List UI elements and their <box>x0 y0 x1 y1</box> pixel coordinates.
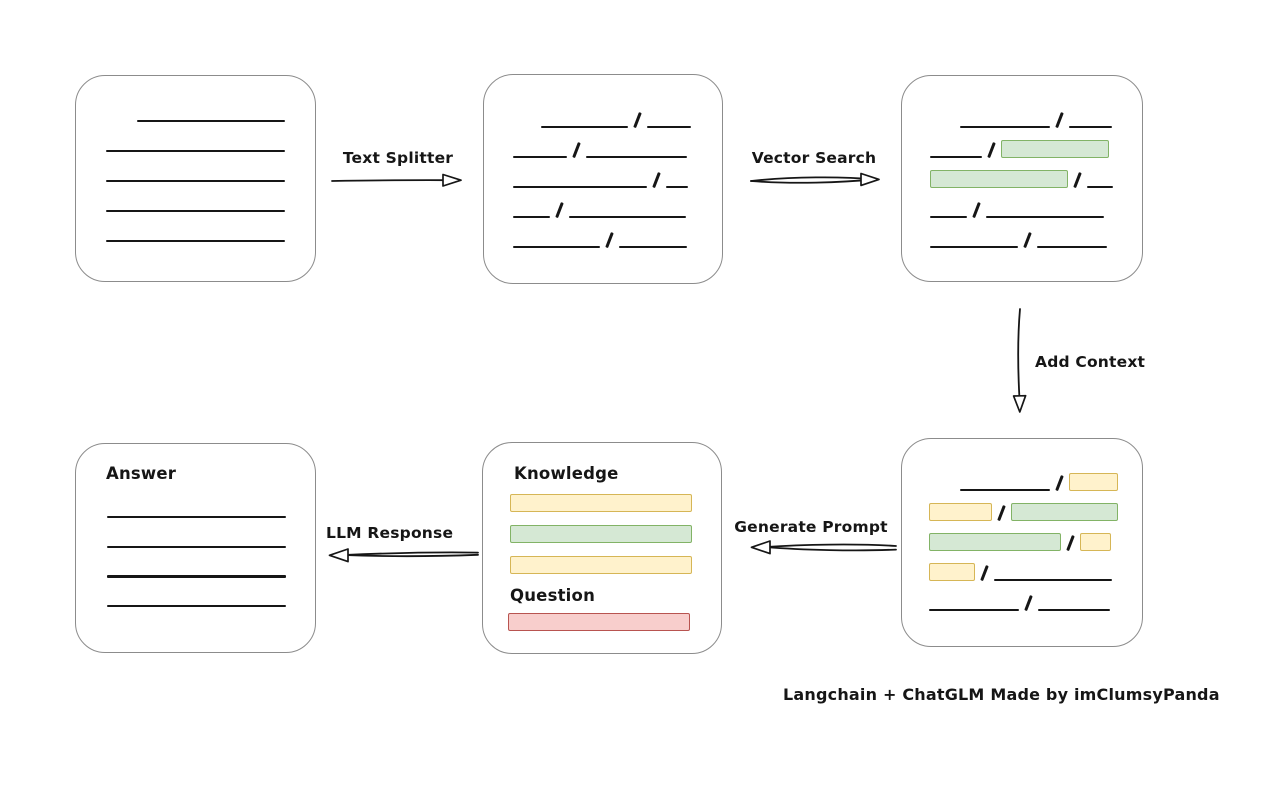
split-text-lines <box>513 98 691 248</box>
context-result-lines <box>929 461 1118 611</box>
prompt-node: Knowledge Question <box>482 442 722 654</box>
text-line <box>107 575 286 578</box>
slash-separator <box>980 565 989 581</box>
text-line <box>106 209 285 212</box>
text-line <box>1086 185 1113 188</box>
answer-text-lines <box>107 516 286 635</box>
text-line <box>930 245 1018 248</box>
vector-search-arrow <box>750 172 880 187</box>
text-line <box>646 125 691 128</box>
split-text-node <box>483 74 723 284</box>
slash-separator <box>1055 112 1064 128</box>
text-line <box>513 155 567 158</box>
text-line <box>106 149 285 152</box>
question-bars <box>508 613 690 644</box>
slash-separator <box>1055 475 1064 491</box>
knowledge-bars <box>510 494 692 587</box>
green-highlight-chip <box>1010 503 1118 521</box>
green-bar <box>510 525 692 543</box>
slash-separator <box>605 232 614 248</box>
text-splitter-arrow <box>331 173 462 187</box>
text-line <box>513 245 600 248</box>
text-line <box>107 516 286 519</box>
yellow-highlight-chip <box>929 563 975 581</box>
text-line <box>568 215 686 218</box>
slash-separator <box>633 112 642 128</box>
source-document-node <box>75 75 316 282</box>
text-line <box>541 125 628 128</box>
document-text-lines <box>106 92 285 242</box>
text-line <box>929 608 1019 611</box>
slash-separator <box>997 505 1006 521</box>
yellow-highlight-chip <box>1079 533 1111 551</box>
llm-response-arrow <box>328 548 479 563</box>
add-context-arrow-label: Add Context <box>1035 353 1146 371</box>
red-bar <box>508 613 690 631</box>
text-line <box>993 578 1112 581</box>
slash-separator <box>1073 172 1082 188</box>
vector-search-arrow-label: Vector Search <box>751 149 877 167</box>
knowledge-label: Knowledge <box>514 464 619 483</box>
green-highlight-chip <box>1000 140 1109 158</box>
text-line <box>1037 608 1110 611</box>
text-line <box>960 125 1050 128</box>
text-line <box>107 545 286 548</box>
generate-prompt-arrow <box>750 540 897 555</box>
yellow-highlight-chip <box>929 503 992 521</box>
text-line <box>106 239 285 242</box>
text-line <box>106 179 285 182</box>
add-context-arrow <box>1012 308 1027 413</box>
slash-separator <box>572 142 581 158</box>
text-line <box>1036 245 1107 248</box>
text-line <box>930 155 982 158</box>
green-highlight-chip <box>929 533 1061 551</box>
green-highlight-chip <box>930 170 1068 188</box>
text-line <box>513 185 647 188</box>
credit-text: Langchain + ChatGLM Made by imClumsyPand… <box>783 685 1220 704</box>
search-result-lines <box>930 98 1113 248</box>
text-line <box>665 185 688 188</box>
text-line <box>960 488 1050 491</box>
text-line <box>930 215 967 218</box>
slash-separator <box>1023 232 1032 248</box>
slash-separator <box>652 172 661 188</box>
text-line <box>985 215 1104 218</box>
slash-separator <box>555 202 564 218</box>
text-line <box>107 605 286 608</box>
slash-separator <box>972 202 981 218</box>
slash-separator <box>1066 535 1075 551</box>
slash-separator <box>1024 595 1033 611</box>
text-line <box>585 155 687 158</box>
slash-separator <box>987 142 996 158</box>
text-line <box>137 119 285 122</box>
answer-label: Answer <box>106 464 177 483</box>
text-splitter-arrow-label: Text Splitter <box>342 149 454 167</box>
generate-prompt-arrow-label: Generate Prompt <box>734 518 888 536</box>
text-line <box>1068 125 1112 128</box>
answer-node: Answer <box>75 443 316 653</box>
text-line <box>618 245 687 248</box>
yellow-bar <box>510 556 692 574</box>
yellow-highlight-chip <box>1068 473 1118 491</box>
question-label: Question <box>510 586 596 605</box>
vector-search-result-node <box>901 75 1143 282</box>
llm-response-arrow-label: LLM Response <box>326 524 454 542</box>
text-line <box>513 215 550 218</box>
context-result-node <box>901 438 1143 647</box>
yellow-bar <box>510 494 692 512</box>
